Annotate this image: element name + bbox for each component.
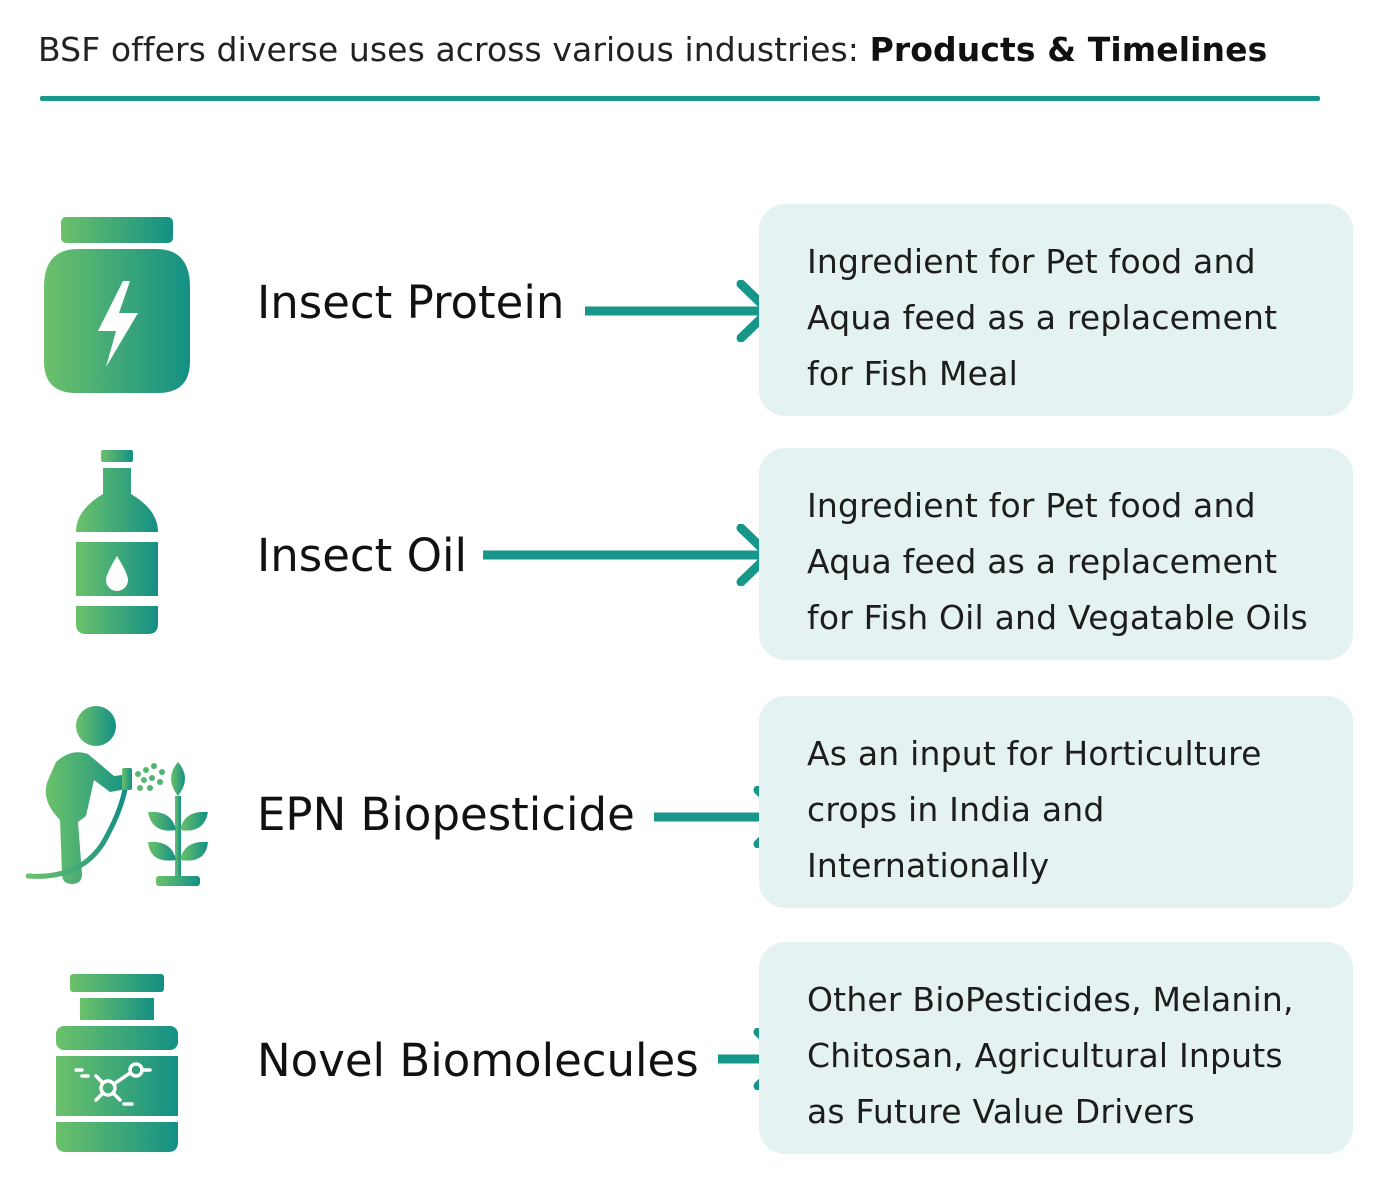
product-name: Insect Protein	[257, 276, 565, 329]
description-line: for Fish Oil and Vegatable Oils	[807, 598, 1308, 637]
product-name: EPN Biopesticide	[257, 788, 635, 841]
product-description-box: As an input for Horticulture crops in In…	[759, 696, 1353, 908]
description-line: Aqua feed as a replacement	[807, 298, 1278, 337]
description-line: Internationally	[807, 846, 1050, 885]
product-name: Novel Biomolecules	[257, 1034, 699, 1087]
arrow-right-icon	[585, 280, 774, 342]
product-description-box: Other BioPesticides, Melanin, Chitosan, …	[759, 942, 1353, 1154]
oil-bottle-icon	[76, 450, 158, 634]
title-bold: Products & Timelines	[869, 30, 1268, 69]
description-line: crops in India and	[807, 790, 1105, 829]
product-description-box: Ingredient for Pet food and Aqua feed as…	[759, 204, 1353, 416]
farmer-spraying-plant-icon	[26, 706, 208, 886]
title-prefix: BSF offers diverse uses across various i…	[38, 30, 870, 69]
arrow-right-icon	[483, 524, 774, 586]
title-underline	[40, 96, 1320, 101]
description-line: Ingredient for Pet food and	[807, 486, 1256, 525]
product-row-insect-oil: Insect Oil Ingredient for Pet food and A…	[0, 448, 1394, 660]
description-line: Chitosan, Agricultural Inputs	[807, 1036, 1283, 1075]
molecule-jar-icon	[56, 974, 178, 1152]
description-line: Other BioPesticides, Melanin,	[807, 980, 1294, 1019]
protein-jar-icon	[44, 217, 190, 393]
product-row-epn-biopesticide: EPN Biopesticide As an input for Horticu…	[0, 696, 1394, 908]
description-line: Ingredient for Pet food and	[807, 242, 1256, 281]
description-line: Aqua feed as a replacement	[807, 542, 1278, 581]
product-row-novel-biomolecules: Novel Biomolecules Other BioPesticides, …	[0, 942, 1394, 1154]
description-line: for Fish Meal	[807, 354, 1018, 393]
page-title: BSF offers diverse uses across various i…	[38, 30, 1267, 69]
description-line: as Future Value Drivers	[807, 1092, 1195, 1131]
product-name: Insect Oil	[257, 529, 468, 582]
product-row-insect-protein: Insect Protein Ingredient for Pet food a…	[0, 204, 1394, 416]
description-line: As an input for Horticulture	[807, 734, 1262, 773]
product-description-box: Ingredient for Pet food and Aqua feed as…	[759, 448, 1353, 660]
